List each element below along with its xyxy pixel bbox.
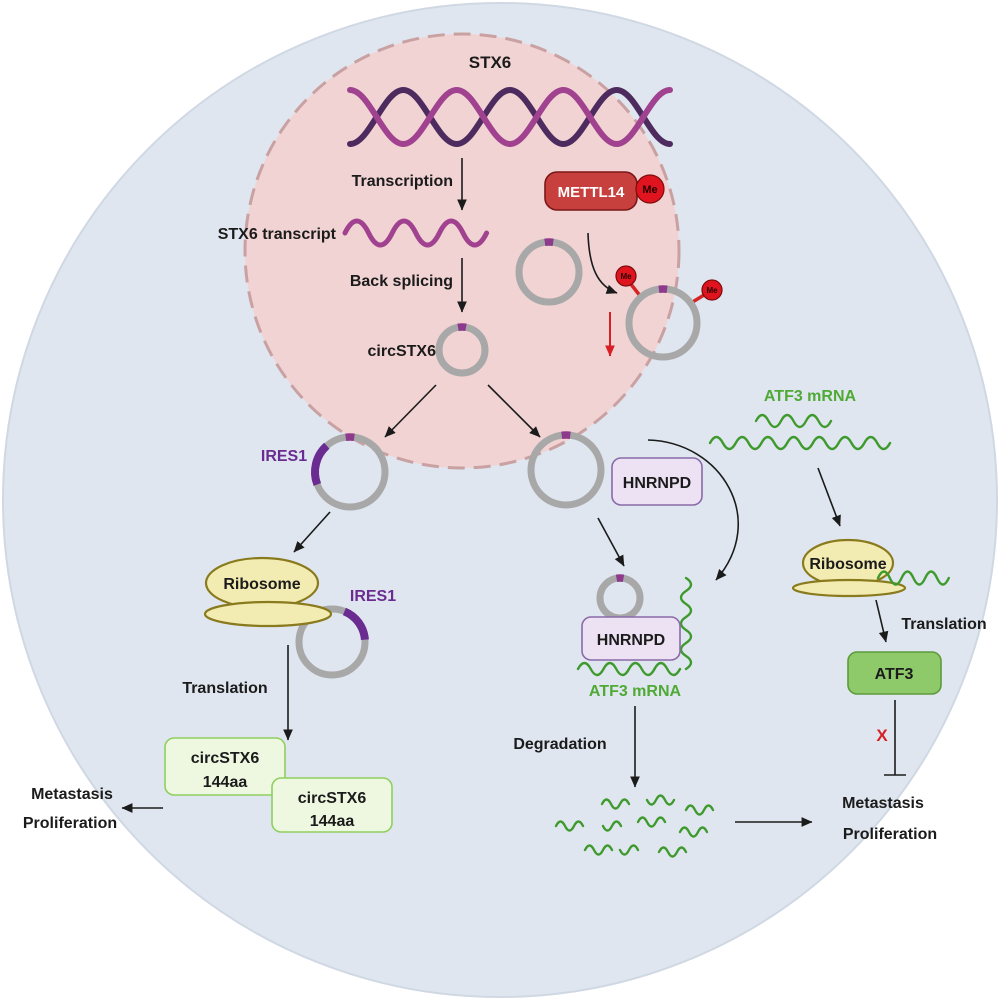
m6a-label-left: Me <box>620 272 632 281</box>
ribosome-label: Ribosome <box>223 576 300 593</box>
ribosome-ires-label: IRES1 <box>350 588 396 605</box>
hnrnpd-complex-label: HNRNPD <box>597 632 665 649</box>
hnrnpd-box <box>611 457 703 506</box>
circstx6-ring-methylated: Me Me <box>615 265 723 361</box>
atf3-protein-label: ATF3 <box>875 666 914 683</box>
dna-strand-light <box>347 86 673 148</box>
arrow-to-ribosome-right <box>817 467 841 527</box>
outcome-proliferation-left: Proliferation <box>23 815 117 832</box>
ribosome-label-right: Ribosome <box>809 556 886 573</box>
ribosome-right: Ribosome <box>791 538 950 598</box>
hnrnpd-degradation-pathway: HNRNPD HNRNPD ATF3 mRNA Degradation <box>513 431 813 858</box>
hnrnpd-box-complex <box>581 616 681 661</box>
outcome-proliferation-right: Proliferation <box>843 826 937 843</box>
ribosome-small-subunit <box>203 600 333 628</box>
nucleus-contents: STX6 Transcription STX6 transcript Back … <box>218 53 723 377</box>
atf3-mrna-label-middle: ATF3 mRNA <box>589 683 682 700</box>
nucleus <box>243 32 681 470</box>
mettl14-enzyme: METTL14 Me <box>544 171 665 211</box>
atf3-mrna-wave-short <box>754 413 833 429</box>
ires-label: IRES1 <box>261 448 307 465</box>
peptide-box-2: circSTX6 144aa <box>271 777 393 833</box>
peptide-size: 144aa <box>203 774 248 791</box>
degraded-atf3-mrna-fragments <box>554 794 715 858</box>
ires-translation-pathway: IRES1 Ribosome IRES1 Translation circSTX… <box>23 433 396 833</box>
arrow-to-complex <box>597 517 625 567</box>
atf3-translation-pathway: ATF3 mRNA Ribosome Translation ATF3 X Me… <box>708 388 987 843</box>
mettl14-label: METTL14 <box>558 184 625 201</box>
arrow-to-hnrnpd-pathway <box>487 384 541 438</box>
inhibition-blocked-mark: X <box>876 726 888 745</box>
circrna-ring <box>295 605 369 679</box>
circstx6-ring-cytoplasm <box>527 431 605 509</box>
peptide-size: 144aa <box>310 813 355 830</box>
ribosome-small-subunit <box>791 578 907 598</box>
dna-double-helix <box>347 86 673 148</box>
translation-label-right: Translation <box>901 616 986 633</box>
methylation-arrow <box>587 232 618 294</box>
atf3-mrna-vertical-wave <box>679 576 693 671</box>
degradation-label: Degradation <box>513 736 606 753</box>
circstx6-label: circSTX6 <box>368 343 437 360</box>
ires-arc <box>342 607 369 641</box>
m6a-dot-right <box>701 279 723 301</box>
peptide-box <box>164 737 286 796</box>
binding-curved-arrow <box>647 439 739 581</box>
peptide-name: circSTX6 <box>191 750 260 767</box>
m6a-label-right: Me <box>706 286 718 295</box>
translation-label-left: Translation <box>182 680 267 697</box>
circstx6-ring-ires <box>311 433 389 511</box>
outcome-metastasis-left: Metastasis <box>31 786 113 803</box>
peptide-box <box>271 777 393 833</box>
dna-strand-dark <box>347 86 673 148</box>
back-splicing-label: Back splicing <box>350 273 453 290</box>
stx6-transcript-wave <box>342 218 490 248</box>
gene-label: STX6 <box>469 53 512 72</box>
hnrnpd-label: HNRNPD <box>623 475 691 492</box>
outcome-metastasis-right: Metastasis <box>842 795 924 812</box>
circstx6-hnrnpd-atf3-complex: HNRNPD <box>576 574 693 677</box>
arrow-to-ribosome <box>293 511 331 553</box>
m6a-dot-left <box>615 265 637 287</box>
arrow-to-ires-pathway <box>384 384 437 438</box>
atf3-mrna-label-top: ATF3 mRNA <box>764 388 857 405</box>
atf3-mrna-wave-long <box>708 435 892 451</box>
peptide-name: circSTX6 <box>298 790 367 807</box>
transcription-label: Transcription <box>352 173 453 190</box>
circstx6-ring-unmethylated <box>515 238 583 306</box>
peptide-box-1: circSTX6 144aa <box>164 737 286 796</box>
translation-arrow-right <box>875 599 889 643</box>
methyl-group-dot <box>635 174 665 204</box>
transcript-label: STX6 transcript <box>218 226 337 243</box>
atf3-protein-box <box>847 651 942 695</box>
methyl-group-label: Me <box>642 184 657 196</box>
atf3-mrna-bound-wave <box>576 661 682 677</box>
circstx6-ring-nuclear <box>435 323 489 377</box>
atf3-mrna-in-ribosome <box>876 570 950 586</box>
ires-arc <box>311 442 330 486</box>
ribosome-left: Ribosome IRES1 <box>203 556 396 679</box>
